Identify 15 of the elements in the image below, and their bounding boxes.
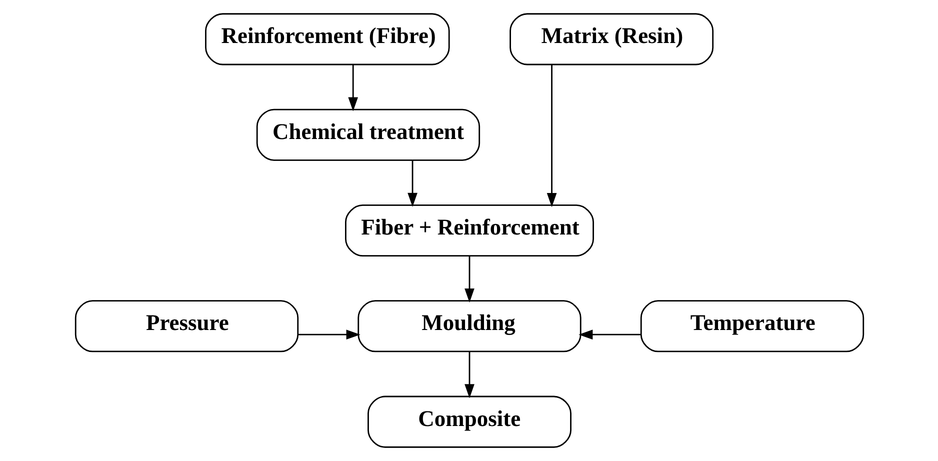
arrow (407, 160, 417, 207)
arrow (464, 256, 474, 303)
arrow (578, 330, 640, 340)
arrow (464, 352, 474, 398)
node-box: Matrix (Resin) (509, 13, 714, 66)
node-box: Composite (367, 396, 571, 448)
node-box: Reinforcement (Fibre) (204, 13, 450, 66)
node-box: Fiber + Reinforcement (344, 204, 594, 257)
arrow (546, 64, 556, 208)
arrow (298, 330, 360, 340)
node-box: Temperature (640, 300, 864, 352)
node-box: Pressure (74, 300, 298, 352)
node-box: Moulding (357, 300, 581, 352)
node-box: Chemical treatment (256, 108, 480, 161)
arrow (348, 64, 358, 112)
